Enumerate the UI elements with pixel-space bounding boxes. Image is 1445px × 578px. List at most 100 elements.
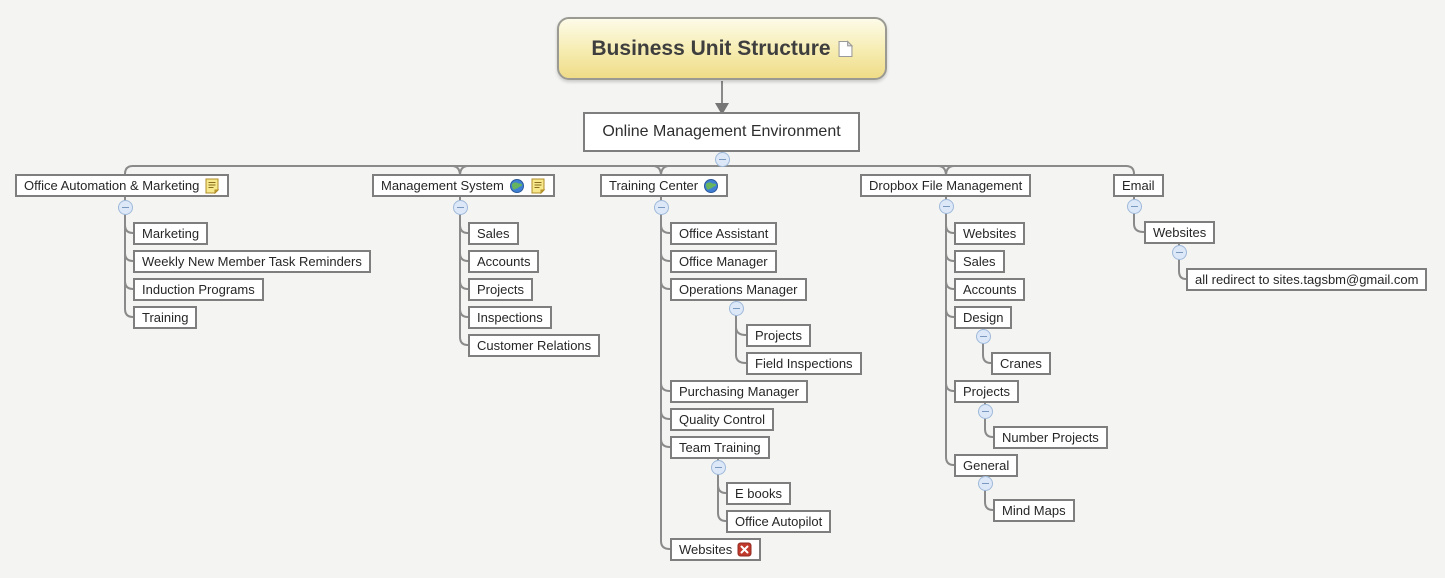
node-label: General — [963, 458, 1010, 473]
collapse-toggle-office-automation[interactable] — [118, 200, 133, 215]
node-websites-training[interactable]: Websites — [670, 538, 762, 561]
node-label: Weekly New Member Task Reminders — [142, 254, 362, 269]
node-design[interactable]: Design — [954, 306, 1013, 329]
node-label: Purchasing Manager — [679, 384, 799, 399]
node-customer-relations[interactable]: Customer Relations — [468, 334, 601, 357]
node-dropbox-websites[interactable]: Websites — [954, 222, 1026, 245]
node-marketing[interactable]: Marketing — [133, 222, 209, 245]
node-label: Number Projects — [1002, 430, 1099, 445]
node-dropbox-projects[interactable]: Projects — [954, 380, 1019, 403]
node-label: Operations Manager — [679, 282, 798, 297]
node-office-manager[interactable]: Office Manager — [670, 250, 777, 273]
node-cranes[interactable]: Cranes — [991, 352, 1051, 375]
node-label: Office Autopilot — [735, 514, 823, 529]
collapse-toggle-operations-manager[interactable] — [729, 301, 744, 316]
node-label: Inspections — [477, 310, 543, 325]
node-label: Email — [1122, 178, 1155, 193]
node-label: Field Inspections — [755, 356, 853, 371]
minus-icon — [1176, 252, 1183, 253]
node-purchasing-manager[interactable]: Purchasing Manager — [670, 380, 808, 403]
spreadsheet-icon — [737, 542, 752, 557]
node-label: all redirect to sites.tagsbm@gmail.com — [1195, 272, 1419, 287]
collapse-toggle-management-system[interactable] — [453, 200, 468, 215]
node-label: Sales — [963, 254, 996, 269]
node-label: Projects — [755, 328, 802, 343]
node-label: Mind Maps — [1002, 503, 1066, 518]
node-office-automation-marketing[interactable]: Office Automation & Marketing — [15, 174, 230, 197]
minus-icon — [719, 159, 726, 160]
collapse-toggle-email[interactable] — [1127, 199, 1142, 214]
minus-icon — [733, 308, 740, 309]
minus-icon — [457, 207, 464, 208]
globe-icon — [703, 178, 719, 194]
node-label: Projects — [963, 384, 1010, 399]
node-induction-programs[interactable]: Induction Programs — [133, 278, 264, 301]
node-label: Training Center — [609, 178, 699, 193]
node-label: Sales — [477, 226, 510, 241]
root-label: Business Unit Structure — [591, 36, 831, 60]
node-label: Office Manager — [679, 254, 768, 269]
minus-icon — [1131, 206, 1138, 207]
node-email-websites[interactable]: Websites — [1144, 221, 1216, 244]
minus-icon — [122, 207, 129, 208]
node-projects[interactable]: Projects — [468, 278, 533, 301]
collapse-toggle-center[interactable] — [715, 152, 730, 167]
collapse-toggle-dropbox-projects[interactable] — [978, 404, 993, 419]
node-operations-manager[interactable]: Operations Manager — [670, 278, 807, 301]
node-label: Quality Control — [679, 412, 765, 427]
node-weekly-new-member-task-reminders[interactable]: Weekly New Member Task Reminders — [133, 250, 371, 273]
node-email-redirect[interactable]: all redirect to sites.tagsbm@gmail.com — [1186, 268, 1428, 291]
minus-icon — [980, 336, 987, 337]
node-root[interactable]: Business Unit Structure — [557, 17, 887, 80]
node-label: Management System — [381, 178, 504, 193]
node-label: Websites — [679, 542, 733, 557]
node-training-center[interactable]: Training Center — [600, 174, 729, 197]
collapse-toggle-design[interactable] — [976, 329, 991, 344]
node-management-system[interactable]: Management System — [372, 174, 555, 197]
minus-icon — [982, 483, 989, 484]
node-label: Office Automation & Marketing — [24, 178, 200, 193]
node-label: Induction Programs — [142, 282, 255, 297]
node-dropbox-accounts[interactable]: Accounts — [954, 278, 1026, 301]
node-quality-control[interactable]: Quality Control — [670, 408, 774, 431]
note-icon — [530, 178, 546, 194]
node-email[interactable]: Email — [1113, 174, 1164, 197]
node-e-books[interactable]: E books — [726, 482, 791, 505]
node-training[interactable]: Training — [133, 306, 198, 329]
collapse-toggle-team-training[interactable] — [711, 460, 726, 475]
collapse-toggle-dropbox[interactable] — [939, 199, 954, 214]
node-label: Training — [142, 310, 189, 325]
node-team-training[interactable]: Team Training — [670, 436, 770, 459]
collapse-toggle-general[interactable] — [978, 476, 993, 491]
node-label: Dropbox File Management — [869, 178, 1023, 193]
collapse-toggle-training-center[interactable] — [654, 200, 669, 215]
node-dropbox-file-management[interactable]: Dropbox File Management — [860, 174, 1032, 197]
node-mind-maps[interactable]: Mind Maps — [993, 499, 1075, 522]
node-general[interactable]: General — [954, 454, 1019, 477]
node-label: Projects — [477, 282, 524, 297]
node-inspections[interactable]: Inspections — [468, 306, 552, 329]
node-label: Office Assistant — [679, 226, 769, 241]
node-online-management-environment[interactable]: Online Management Environment — [583, 112, 860, 152]
node-dropbox-sales[interactable]: Sales — [954, 250, 1005, 273]
collapse-toggle-email-websites[interactable] — [1172, 245, 1187, 260]
node-label: Design — [963, 310, 1004, 325]
node-label: Accounts — [477, 254, 531, 269]
node-label: Websites — [963, 226, 1017, 241]
node-label: Websites — [1153, 225, 1207, 240]
node-ops-projects[interactable]: Projects — [746, 324, 811, 347]
minus-icon — [943, 206, 950, 207]
node-office-autopilot[interactable]: Office Autopilot — [726, 510, 832, 533]
node-accounts[interactable]: Accounts — [468, 250, 540, 273]
node-label: Customer Relations — [477, 338, 592, 353]
node-sales[interactable]: Sales — [468, 222, 519, 245]
node-label: E books — [735, 486, 782, 501]
node-number-projects[interactable]: Number Projects — [993, 426, 1108, 449]
center-label: Online Management Environment — [602, 123, 841, 140]
node-field-inspections[interactable]: Field Inspections — [746, 352, 862, 375]
minus-icon — [658, 207, 665, 208]
node-label: Marketing — [142, 226, 200, 241]
node-label: Team Training — [679, 440, 761, 455]
note-icon — [204, 178, 220, 194]
node-office-assistant[interactable]: Office Assistant — [670, 222, 778, 245]
